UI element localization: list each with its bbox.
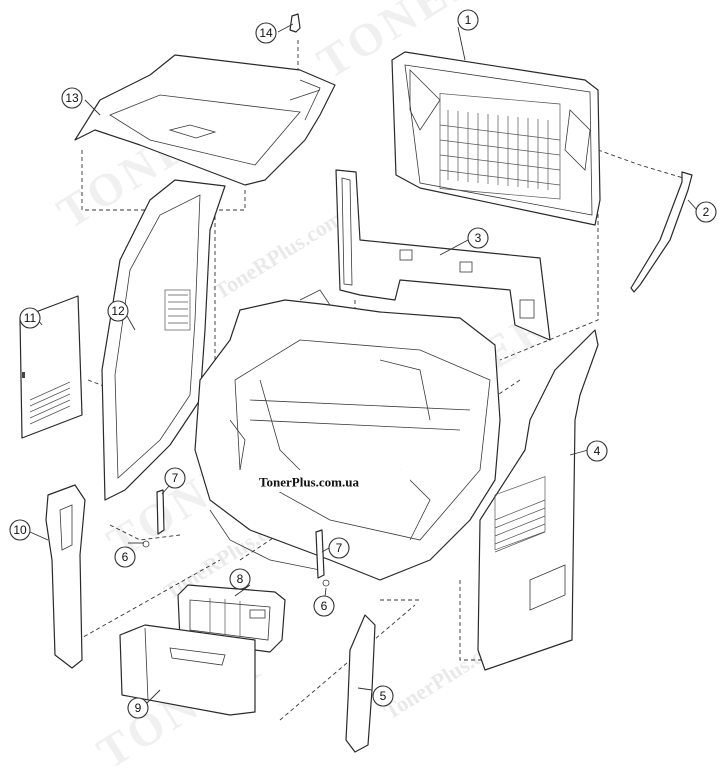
- callout-13-label: 13: [65, 91, 79, 105]
- part-lever-right: [315, 529, 330, 587]
- part-side-panel: [19, 295, 83, 439]
- part-rear-cover: [391, 51, 601, 226]
- callout-1-label: 1: [465, 13, 472, 27]
- callout-4: 4: [586, 440, 608, 462]
- callout-9-label: 9: [135, 701, 142, 715]
- caption-text: TonerPlus.com.ua: [259, 475, 359, 490]
- part-clip: [289, 13, 301, 33]
- callout-8: 8: [229, 568, 251, 590]
- callout-6-second-label: 6: [321, 599, 328, 613]
- callout-7: 7: [164, 467, 186, 489]
- part-cable: [630, 171, 693, 293]
- callout-11: 11: [19, 307, 41, 329]
- callout-12-label: 12: [111, 304, 125, 318]
- callout-6-second: 6: [313, 595, 335, 617]
- part-paper-tray: [119, 624, 256, 716]
- part-rear-bracket: [335, 169, 551, 341]
- callout-14-label: 14: [259, 26, 273, 40]
- part-top-cover: [74, 54, 336, 186]
- callout-2: 2: [695, 201, 717, 223]
- callout-6-label: 6: [122, 550, 129, 564]
- callout-3-label: 3: [475, 231, 482, 245]
- watermark-site: ToneRPlus.com: [209, 205, 346, 304]
- callout-13: 13: [61, 87, 83, 109]
- part-right-front-bracket: [345, 614, 376, 753]
- caption-box: TonerPlus.com.ua: [208, 470, 410, 492]
- callout-3: 3: [467, 227, 489, 249]
- callout-9: 9: [127, 697, 149, 719]
- part-left-inner-panel: [101, 179, 226, 501]
- part-lever-left: [142, 489, 165, 548]
- callout-2-label: 2: [703, 205, 710, 219]
- callout-5-label: 5: [380, 689, 387, 703]
- callout-7-second-label: 7: [336, 541, 343, 555]
- callout-7-second: 7: [328, 537, 350, 559]
- callout-1: 1: [457, 9, 479, 31]
- part-right-cover: [477, 329, 599, 671]
- callout-4-label: 4: [594, 444, 601, 458]
- callout-5: 5: [372, 685, 394, 707]
- callout-10: 10: [9, 519, 31, 541]
- callout-11-label: 11: [24, 311, 37, 325]
- callout-14: 14: [255, 22, 277, 44]
- callout-6: 6: [114, 546, 136, 568]
- callout-10-label: 10: [13, 523, 27, 537]
- callout-8-label: 8: [237, 572, 244, 586]
- part-left-front-bracket: [45, 484, 86, 669]
- callout-7-label: 7: [172, 471, 179, 485]
- callout-12: 12: [107, 300, 129, 322]
